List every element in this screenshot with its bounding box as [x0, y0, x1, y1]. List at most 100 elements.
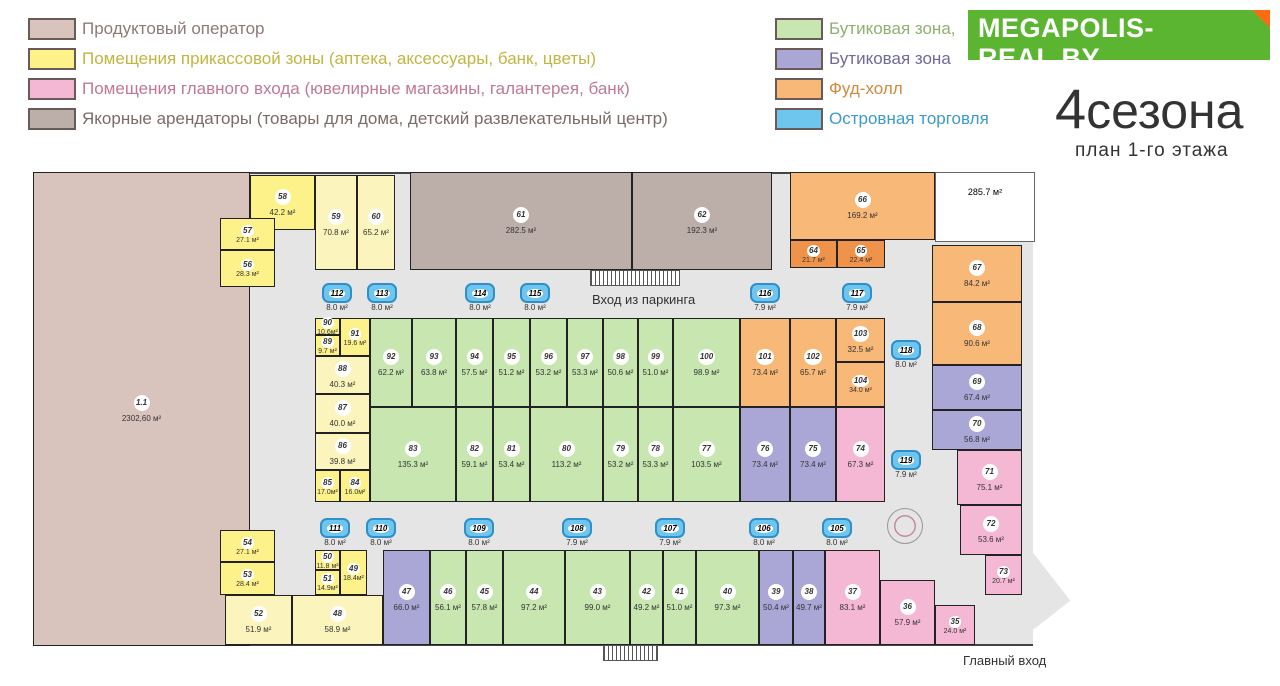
- island-113[interactable]: 113: [367, 283, 397, 303]
- room-number: 57: [241, 224, 254, 237]
- room-number: 90: [321, 317, 334, 329]
- room-number: 81: [503, 440, 520, 457]
- island-106[interactable]: 106: [749, 518, 779, 538]
- island-118[interactable]: 118: [891, 340, 921, 360]
- island-115[interactable]: 115: [520, 283, 550, 303]
- island-number: 113: [373, 288, 391, 298]
- megapolis-logo[interactable]: MEGAPOLIS-REAL.BY портал о коммерческой …: [968, 10, 1270, 85]
- island-area: 7.9 м²: [846, 303, 868, 312]
- island-117[interactable]: 117: [842, 283, 872, 303]
- room-area: 42.2 м²: [269, 207, 296, 217]
- island-112[interactable]: 112: [322, 283, 352, 303]
- stairs-icon: [603, 645, 658, 661]
- island-110[interactable]: 110: [366, 518, 396, 538]
- island-number: 110: [372, 523, 390, 533]
- logo-subtitle: портал о коммерческой недвижимости в Бел…: [978, 73, 1257, 85]
- island-114[interactable]: 114: [465, 283, 495, 303]
- room-area: 14.9м²: [317, 585, 338, 592]
- island-109[interactable]: 109: [464, 518, 494, 538]
- island-111[interactable]: 111: [320, 518, 350, 538]
- island-number: 105: [828, 523, 846, 533]
- island-107[interactable]: 107: [655, 518, 685, 538]
- island-116[interactable]: 116: [750, 283, 780, 303]
- island-108[interactable]: 108: [562, 518, 592, 538]
- brand-title: 4сезона: [1055, 81, 1243, 137]
- room-area: 21.7 м²: [802, 256, 825, 264]
- room-number: 74: [852, 440, 869, 457]
- island-119[interactable]: 119: [891, 450, 921, 470]
- room-area: 28.4 м²: [236, 581, 259, 588]
- island-105[interactable]: 105: [822, 518, 852, 538]
